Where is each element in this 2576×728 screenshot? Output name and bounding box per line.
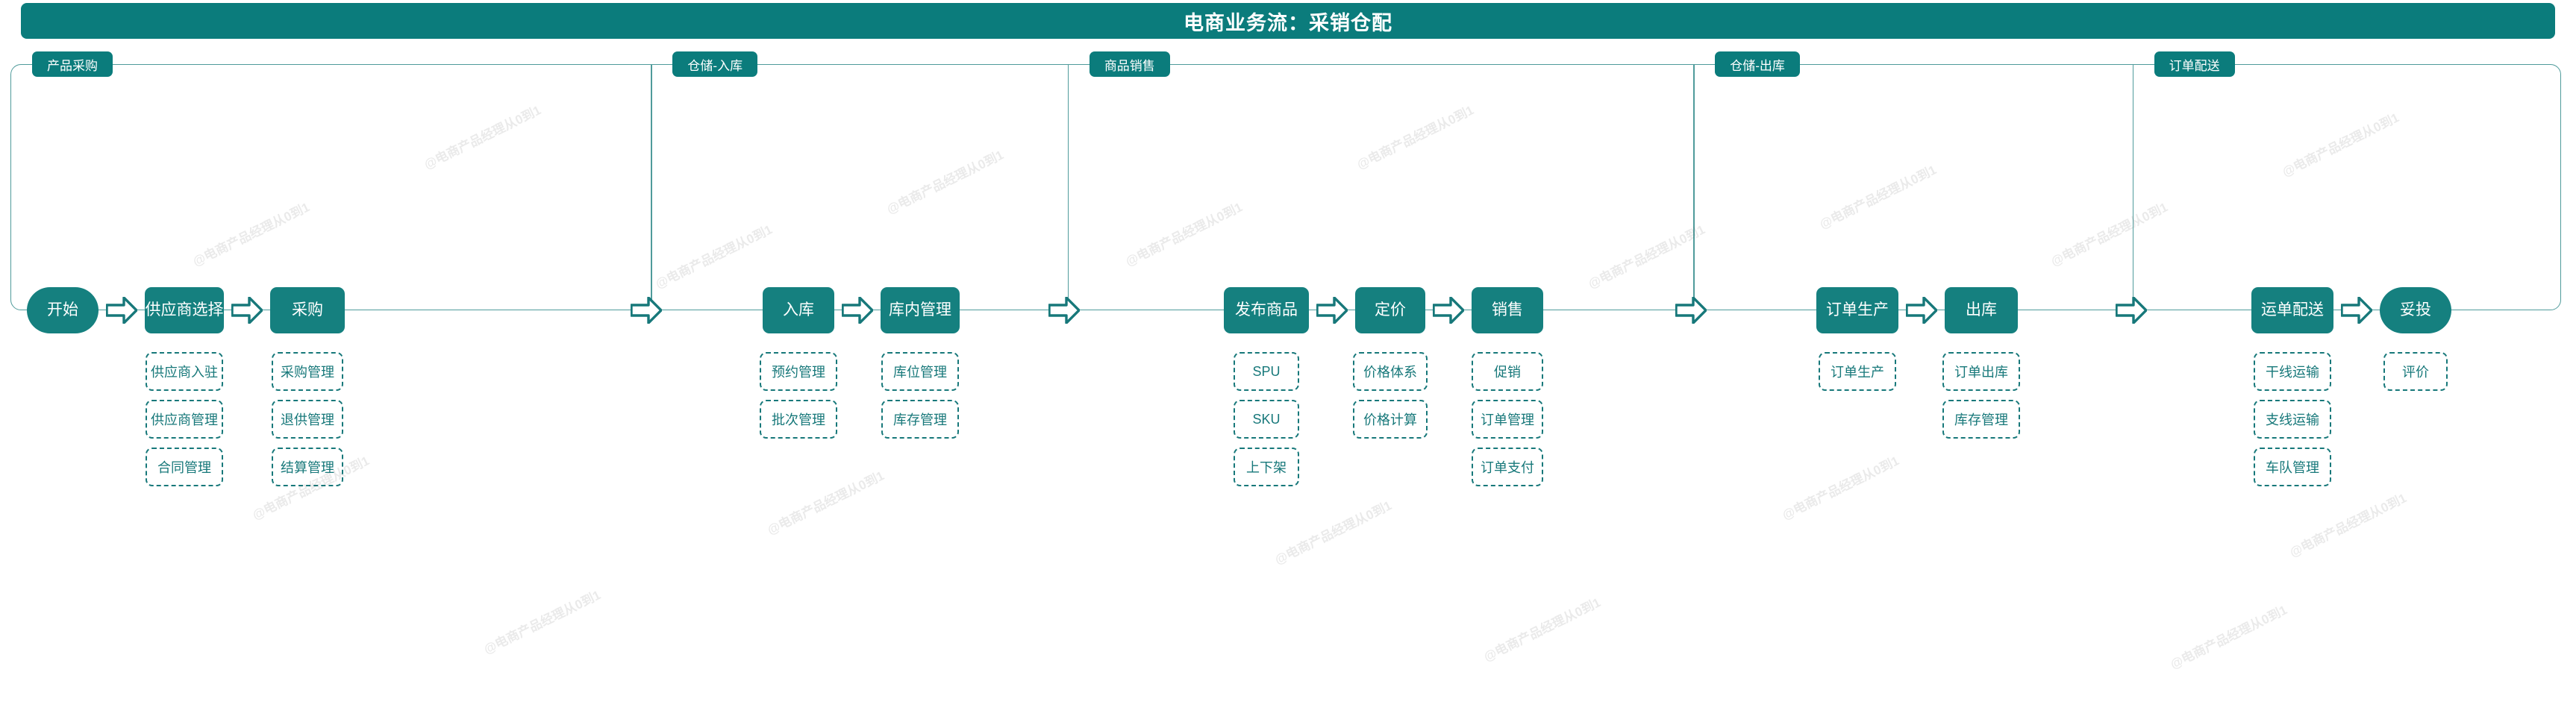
process-node-waybill-delivery[interactable]: 运单配送: [2251, 287, 2333, 333]
right-arrow-icon: [231, 297, 263, 324]
sub-node-supplier-selection-2[interactable]: 供应商管理: [146, 400, 223, 439]
page-title-bar: 电商业务流：采销仓配: [21, 3, 2555, 39]
section-header-procurement[interactable]: 产品采购: [32, 51, 113, 77]
right-arrow-icon: [1433, 297, 1464, 324]
process-node-start[interactable]: 开始: [27, 287, 99, 333]
process-node-outbound[interactable]: 出库: [1945, 287, 2018, 333]
section-order-delivery: 订单配送: [2132, 51, 2561, 310]
sub-node-sales-1[interactable]: 促销: [1472, 352, 1543, 391]
section-header-order-delivery[interactable]: 订单配送: [2154, 51, 2235, 77]
sub-node-inbound-2[interactable]: 批次管理: [760, 400, 837, 439]
sub-node-sales-3[interactable]: 订单支付: [1472, 448, 1543, 486]
watermark-text: @电商产品经理从0到1: [2168, 603, 2289, 672]
page-title: 电商业务流：采销仓配: [1184, 11, 1392, 34]
section-procurement: 产品采购: [10, 51, 652, 310]
watermark-text: @电商产品经理从0到1: [2287, 491, 2409, 560]
watermark-text: @电商产品经理从0到1: [1780, 454, 1901, 523]
sub-node-outbound-1[interactable]: 订单出库: [1942, 352, 2020, 391]
sub-node-pricing-1[interactable]: 价格体系: [1353, 352, 1428, 391]
right-arrow-icon: [106, 297, 137, 324]
process-node-pricing[interactable]: 定价: [1355, 287, 1425, 333]
sub-node-in-warehouse-mgmt-2[interactable]: 库存管理: [881, 400, 959, 439]
sub-node-purchase-2[interactable]: 退供管理: [272, 400, 343, 439]
sub-node-supplier-selection-1[interactable]: 供应商入驻: [146, 352, 223, 391]
sub-node-order-production-1[interactable]: 订单生产: [1819, 352, 1896, 391]
process-node-delivered[interactable]: 妥投: [2380, 287, 2451, 333]
process-node-order-production[interactable]: 订单生产: [1816, 287, 1898, 333]
right-arrow-icon: [1316, 297, 1348, 324]
process-node-purchase[interactable]: 采购: [270, 287, 345, 333]
sub-node-pricing-2[interactable]: 价格计算: [1353, 400, 1428, 439]
process-node-in-warehouse-mgmt[interactable]: 库内管理: [881, 287, 960, 333]
sub-node-publish-product-2[interactable]: SKU: [1234, 400, 1299, 439]
sub-node-waybill-delivery-3[interactable]: 车队管理: [2254, 448, 2331, 486]
sub-node-delivered-1[interactable]: 评价: [2383, 352, 2448, 391]
right-arrow-icon: [1675, 297, 1707, 324]
sub-node-publish-product-1[interactable]: SPU: [1234, 352, 1299, 391]
right-arrow-icon: [2116, 297, 2147, 324]
sub-node-waybill-delivery-1[interactable]: 干线运输: [2254, 352, 2331, 391]
section-header-product-sales[interactable]: 商品销售: [1089, 51, 1170, 77]
sub-node-publish-product-3[interactable]: 上下架: [1234, 448, 1299, 486]
section-warehouse-outbound: 仓储-出库: [1693, 51, 2134, 310]
sub-node-waybill-delivery-2[interactable]: 支线运输: [2254, 400, 2331, 439]
process-node-inbound[interactable]: 入库: [763, 287, 834, 333]
section-header-warehouse-outbound[interactable]: 仓储-出库: [1715, 51, 1800, 77]
section-product-sales: 商品销售: [1067, 51, 1695, 310]
section-warehouse-inbound: 仓储-入库: [651, 51, 1069, 310]
right-arrow-icon: [631, 297, 662, 324]
sub-node-sales-2[interactable]: 订单管理: [1472, 400, 1543, 439]
sub-node-supplier-selection-3[interactable]: 合同管理: [146, 448, 223, 486]
sub-node-purchase-3[interactable]: 结算管理: [272, 448, 343, 486]
watermark-text: @电商产品经理从0到1: [1272, 498, 1394, 568]
sub-node-purchase-1[interactable]: 采购管理: [272, 352, 343, 391]
watermark-text: @电商产品经理从0到1: [481, 588, 603, 657]
right-arrow-icon: [2341, 297, 2372, 324]
sub-node-inbound-1[interactable]: 预约管理: [760, 352, 837, 391]
section-container-strip: 产品采购 仓储-入库 商品销售 仓储-出库 订单配送: [10, 51, 2566, 324]
right-arrow-icon: [1906, 297, 1937, 324]
process-node-publish-product[interactable]: 发布商品: [1224, 287, 1309, 333]
process-node-sales[interactable]: 销售: [1472, 287, 1543, 333]
sub-node-in-warehouse-mgmt-1[interactable]: 库位管理: [881, 352, 959, 391]
section-header-warehouse-inbound[interactable]: 仓储-入库: [672, 51, 758, 77]
process-node-supplier-selection[interactable]: 供应商选择: [145, 287, 224, 333]
right-arrow-icon: [1048, 297, 1080, 324]
watermark-text: @电商产品经理从0到1: [1481, 595, 1603, 665]
watermark-text: @电商产品经理从0到1: [765, 468, 887, 538]
sub-node-outbound-2[interactable]: 库存管理: [1942, 400, 2020, 439]
right-arrow-icon: [842, 297, 873, 324]
